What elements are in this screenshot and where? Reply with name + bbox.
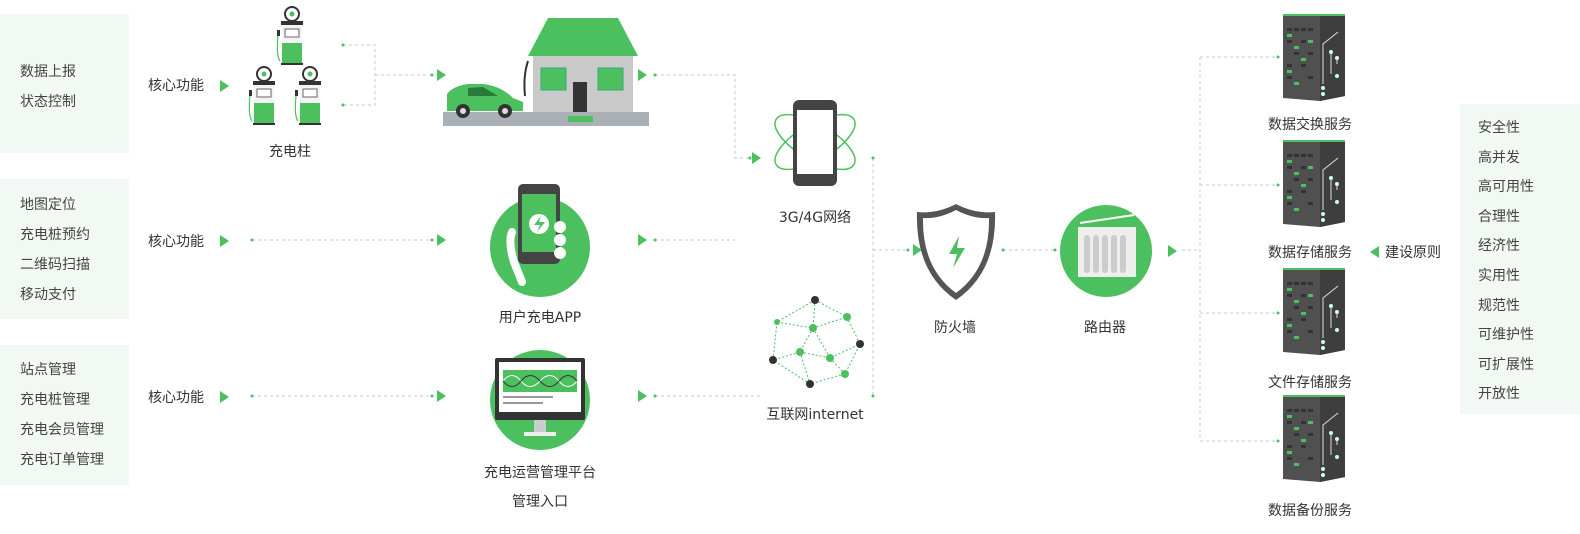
- platform-entry-label: 管理入口: [512, 494, 568, 510]
- server-icon: [1283, 395, 1345, 483]
- feature-item: 充电桩预约: [20, 227, 90, 243]
- arrow-right-icon: [1168, 245, 1177, 257]
- server-label: 数据备份服务: [1268, 503, 1352, 519]
- server-icon: [1283, 14, 1345, 102]
- app-label: 用户充电APP: [498, 310, 582, 326]
- principle-item: 安全性: [1478, 120, 1520, 136]
- feature-item: 数据上报: [20, 64, 76, 80]
- internet-label: 互联网internet: [766, 407, 864, 423]
- feature-group-platform: 站点管理 充电桩管理 充电会员管理 充电订单管理: [0, 345, 129, 485]
- arrow-right-icon: [437, 69, 446, 81]
- arrow-right-icon: [638, 234, 647, 246]
- internet-icon: [769, 296, 864, 388]
- mobile-app-icon: [490, 184, 590, 297]
- principles-label: 建设原则: [1385, 245, 1441, 261]
- arrow-right-icon: [638, 69, 647, 81]
- firewall-shield-icon: [916, 204, 996, 300]
- principle-item: 高可用性: [1478, 179, 1534, 196]
- principle-item: 规范性: [1478, 297, 1520, 314]
- firewall-label: 防火墙: [934, 320, 976, 336]
- feature-group-charger: 数据上报 状态控制: [0, 14, 129, 153]
- arrow-right-icon: [220, 391, 229, 403]
- charger-label: 充电柱: [269, 144, 311, 160]
- principle-item: 开放性: [1478, 386, 1520, 403]
- core-label: 核心功能: [148, 390, 204, 406]
- arrow-right-icon: [437, 234, 446, 246]
- arrow-right-icon: [220, 80, 229, 92]
- principle-item: 可维护性: [1478, 327, 1534, 344]
- arrow-right-icon: [752, 152, 761, 164]
- charging-pump-icon: [248, 6, 322, 126]
- arrow-right-icon: [220, 235, 229, 247]
- server-icon: [1283, 268, 1345, 356]
- feature-item: 状态控制: [20, 94, 76, 110]
- feature-item: 地图定位: [20, 197, 76, 213]
- feature-group-app: 地图定位 充电桩预约 二维码扫描 移动支付: [0, 179, 129, 319]
- principle-item: 实用性: [1478, 267, 1520, 284]
- management-platform-icon: [490, 350, 590, 450]
- core-label: 核心功能: [148, 78, 204, 94]
- arrow-left-icon: [1370, 246, 1379, 258]
- server-label: 文件存储服务: [1268, 375, 1352, 391]
- platform-label: 充电运营管理平台: [484, 465, 596, 481]
- feature-item: 二维码扫描: [20, 257, 90, 273]
- mobile-network-label: 3G/4G网络: [778, 210, 852, 226]
- arrow-right-icon: [913, 244, 922, 256]
- feature-item: 移动支付: [20, 287, 76, 303]
- house-car-icon: [443, 18, 649, 126]
- principle-item: 经济性: [1478, 238, 1520, 255]
- feature-item: 充电桩管理: [20, 392, 90, 408]
- principle-item: 高并发: [1478, 149, 1520, 166]
- server-icon: [1283, 140, 1345, 228]
- router-label: 路由器: [1084, 320, 1126, 336]
- arrow-right-icon: [437, 390, 446, 402]
- server-label: 数据交换服务: [1268, 117, 1352, 133]
- feature-item: 站点管理: [20, 362, 76, 378]
- feature-item: 充电订单管理: [20, 452, 104, 468]
- mobile-network-icon: [774, 100, 856, 186]
- principle-item: 可扩展性: [1478, 356, 1534, 373]
- router-icon: [1060, 205, 1152, 297]
- server-label: 数据存储服务: [1268, 245, 1352, 261]
- core-label: 核心功能: [148, 234, 204, 250]
- feature-item: 充电会员管理: [20, 422, 104, 438]
- principles-panel: 安全性 高并发 高可用性 合理性 经济性 实用性 规范性 可维护性 可扩展性 开…: [1460, 104, 1580, 414]
- principle-item: 合理性: [1478, 208, 1520, 225]
- arrow-right-icon: [638, 390, 647, 402]
